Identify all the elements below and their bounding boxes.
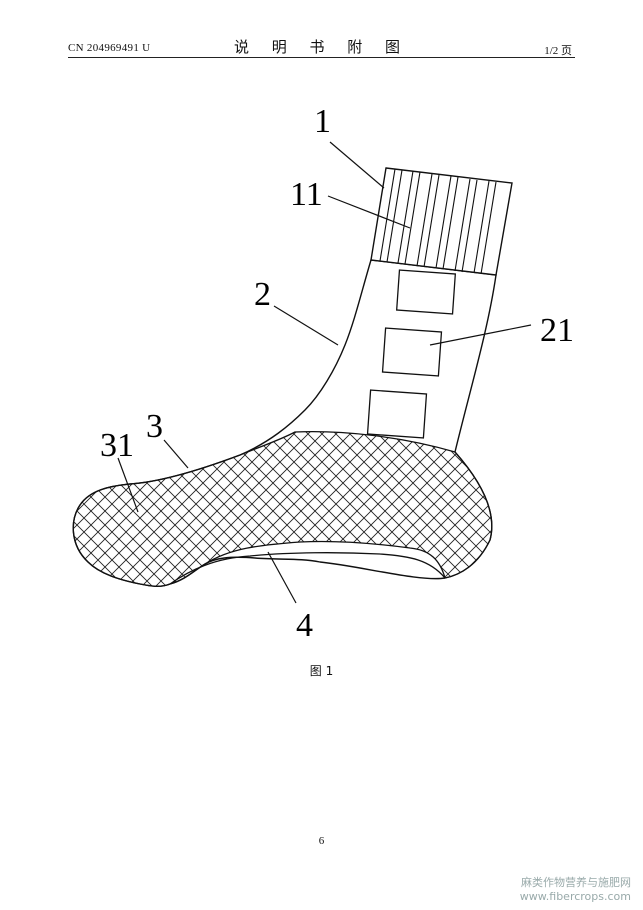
leader-21 [429,324,532,346]
watermark-line-2: www.fibercrops.com [519,890,631,903]
tube-pad-21-middle [381,327,443,377]
section-title: 说 明 书 附 图 [233,38,410,56]
label-2: 2 [254,276,271,313]
watermark: 麻类作物营养与施肥网 www.fibercrops.com [520,876,631,904]
label-4: 4 [296,607,313,644]
leader-1 [329,141,385,189]
leader-3 [163,439,189,469]
leader-11 [327,195,411,229]
sock-cuff-1 [370,167,513,276]
label-21: 21 [540,312,574,349]
label-31: 31 [100,427,134,464]
figure-caption: 图 1 [309,664,334,678]
tube-pad-21-top [395,269,457,315]
label-3: 3 [146,408,163,445]
publication-number: CN 204969491 U [68,42,151,54]
header-divider [68,57,575,58]
leader-4 [267,551,297,604]
cuff-ribs-11 [379,168,497,275]
watermark-line-1: 麻类作物营养与施肥网 [521,876,631,889]
sole-4-line [169,552,446,585]
mesh-area-31 [72,431,493,587]
leader-31 [117,457,139,513]
tube-pad-21-bottom [366,389,428,439]
label-11: 11 [290,176,323,213]
leader-2 [273,305,339,346]
page-number: 6 [318,835,325,847]
page-indicator: 1/2 页 [544,45,572,57]
label-1: 1 [314,103,331,140]
